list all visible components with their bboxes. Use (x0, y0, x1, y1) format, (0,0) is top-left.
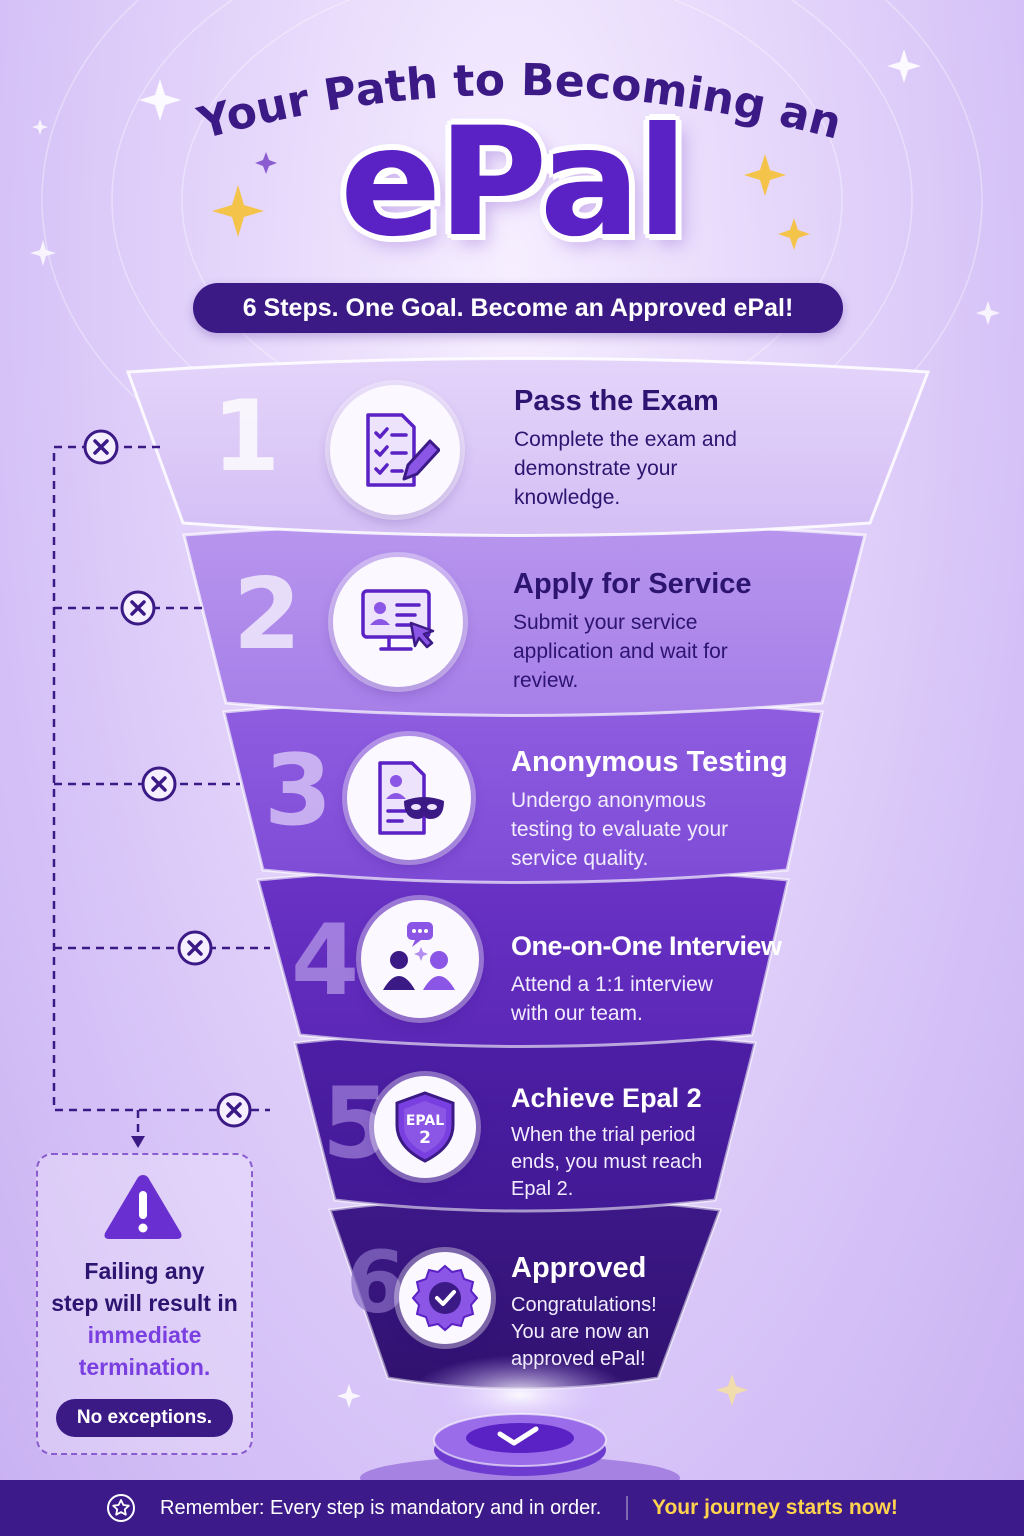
footer-reminder: Remember: Every step is mandatory and in… (160, 1497, 602, 1519)
step-number-4: 4 (291, 904, 360, 1018)
step-3-text: Anonymous Testing Undergo anonymous test… (511, 744, 811, 873)
step-number-1: 1 (212, 380, 281, 494)
step-description: Attend a 1:1 interview with our team. (511, 973, 713, 1025)
two-people-chat-icon (383, 922, 455, 990)
step-title: Approved (511, 1252, 647, 1284)
step-icon-circle-2 (333, 557, 463, 687)
step-description: Submit your service application and wait… (513, 611, 728, 692)
funnel-layer-1 (125, 357, 931, 537)
step-description: Complete the exam and demonstrate your k… (514, 428, 737, 509)
step-icon-circle-5: EPAL 2 (374, 1076, 476, 1178)
badge-line1: EPAL (406, 1113, 444, 1129)
page-title-brand: ePal (339, 96, 688, 270)
footer-divider (626, 1496, 628, 1520)
warning-box: Failing any step will result in immediat… (36, 1153, 253, 1455)
pedestal-check-icon (497, 1426, 539, 1446)
step-title: Achieve Epal 2 (511, 1083, 702, 1113)
step-number-6: 6 (346, 1233, 406, 1333)
warning-line4: termination. (78, 1354, 211, 1380)
step-title: Apply for Service (513, 568, 752, 600)
document-mask-icon (378, 761, 444, 835)
step-1-text: Pass the Exam Complete the exam and demo… (514, 383, 814, 512)
step-title: Pass the Exam (514, 385, 719, 417)
warning-line2: step will result in (51, 1290, 238, 1316)
step-5-text: Achieve Epal 2 When the trial period end… (511, 1080, 811, 1203)
footer-cta: Your journey starts now! (652, 1496, 898, 1519)
warning-message: Failing any step will result in immediat… (38, 1255, 251, 1383)
warning-triangle-icon (104, 1175, 182, 1239)
step-description: Congratulations! You are now an approved… (511, 1294, 657, 1370)
warning-line1: Failing any (84, 1258, 205, 1284)
shield-badge-icon: EPAL 2 (395, 1091, 455, 1163)
step-description: When the trial period ends, you must rea… (511, 1124, 703, 1200)
step-icon-circle-4 (361, 900, 479, 1018)
step-number-3: 3 (264, 734, 333, 848)
step-title: One-on-One Interview (511, 931, 782, 961)
page-title-arc: Your Path to Becoming an (192, 55, 847, 150)
badge-line2: 2 (419, 1128, 431, 1148)
step-icon-circle-1 (330, 385, 460, 515)
monitor-application-cursor-icon (361, 589, 435, 651)
step-icon-circle-3 (347, 736, 471, 860)
star-badge-icon (107, 1494, 135, 1522)
step-description: Undergo anonymous testing to evaluate yo… (511, 789, 729, 870)
step-6-text: Approved Congratulations! You are now an… (511, 1250, 731, 1373)
no-exceptions-badge: No exceptions. (56, 1399, 233, 1437)
step-number-2: 2 (233, 558, 302, 672)
step-icon-circle-6 (399, 1252, 491, 1344)
step-title: Anonymous Testing (511, 746, 788, 778)
tagline-pill: 6 Steps. One Goal. Become an Approved eP… (193, 283, 843, 333)
step-2-text: Apply for Service Submit your service ap… (513, 566, 813, 695)
fail-x-icons (83, 429, 252, 1128)
check-seal-icon (411, 1264, 479, 1332)
step-4-text: One-on-One Interview Attend a 1:1 interv… (511, 928, 811, 1028)
footer-bar: Remember: Every step is mandatory and in… (0, 1480, 1024, 1536)
warning-line3: immediate (87, 1322, 202, 1348)
exam-checklist-pencil-icon (366, 413, 440, 487)
